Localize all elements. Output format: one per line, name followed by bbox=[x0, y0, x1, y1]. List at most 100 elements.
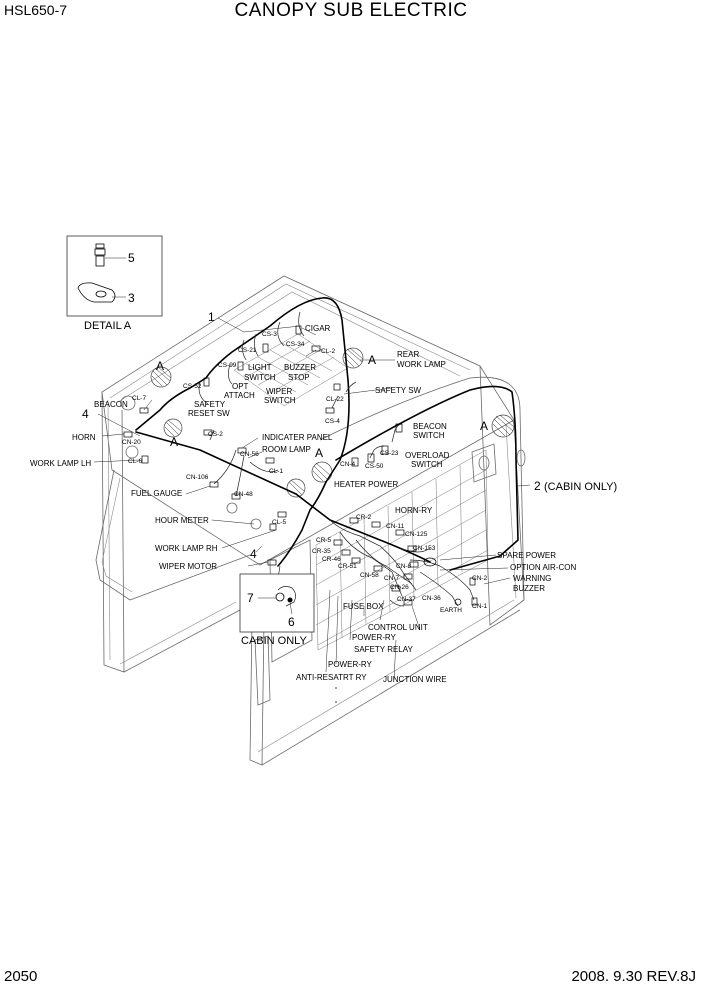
label-cn-36: CN-36 bbox=[422, 595, 441, 602]
label-wiper-switch-2: SWITCH bbox=[264, 396, 296, 405]
label-light-switch-2: SWITCH bbox=[244, 373, 276, 382]
clamp-marker-icon bbox=[491, 414, 515, 438]
connector-icon bbox=[351, 457, 359, 467]
label-cs-2: CS-2 bbox=[208, 431, 223, 438]
label-option-aircon: OPTION AIR-CON bbox=[510, 563, 576, 572]
rear-lamp-socket-icon bbox=[516, 449, 526, 467]
label-power-ry-2: POWER-RY bbox=[328, 660, 373, 669]
wire-harness bbox=[135, 297, 519, 607]
label-cl-5: CL-5 bbox=[272, 519, 286, 526]
detail-a-box: 5 3 DETAIL A bbox=[66, 235, 163, 332]
detail-a-title: DETAIL A bbox=[84, 320, 132, 332]
label-control-unit: CONTROL UNIT bbox=[368, 623, 428, 632]
connector-icon bbox=[287, 597, 293, 603]
clamp-marker-icons bbox=[150, 347, 515, 498]
clamp-marker-icon bbox=[286, 478, 306, 498]
label-cn-1: CN-1 bbox=[472, 603, 488, 610]
inset-part-6: 6 bbox=[288, 615, 295, 629]
label-warning-buzzer-2: BUZZER bbox=[513, 584, 545, 593]
label-work-lamp-lh: WORK LAMP LH bbox=[30, 459, 91, 468]
connector-icon bbox=[141, 455, 149, 464]
label-buzzer-stop-1: BUZZER bbox=[284, 363, 316, 372]
leader-lines bbox=[93, 317, 531, 681]
connector-icon bbox=[237, 361, 244, 371]
clamp-marker-icon bbox=[163, 418, 183, 438]
connector-icon bbox=[471, 597, 478, 606]
marker-a-3: A bbox=[368, 353, 376, 367]
component-labels: CIGAR CS-3 CS-34 CL-2 CS-21 CS-99 LIGHT … bbox=[30, 324, 576, 684]
label-room-lamp: ROOM LAMP bbox=[262, 445, 311, 454]
connector-icon bbox=[262, 343, 269, 353]
callout-4-front: 4 bbox=[250, 547, 257, 561]
label-beacon-switch-2: SWITCH bbox=[413, 431, 445, 440]
label-cs-21: CS-21 bbox=[238, 347, 257, 354]
label-wiper-switch-1: WIPER bbox=[266, 387, 292, 396]
connector-marks bbox=[123, 325, 478, 606]
label-warning-buzzer-1: WARNING bbox=[513, 574, 551, 583]
label-beacon: BEACON bbox=[94, 400, 128, 409]
room-lamp-icon bbox=[275, 592, 285, 602]
connector-icon bbox=[373, 565, 383, 572]
connector-icon bbox=[203, 429, 213, 436]
label-cs-52: CS-52 bbox=[183, 383, 202, 390]
connector-icon bbox=[391, 585, 401, 592]
label-work-lamp-rh: WORK LAMP RH bbox=[155, 544, 218, 553]
label-cr-46: CR-46 bbox=[322, 556, 341, 563]
label-rear-work-lamp-2: WORK LAMP bbox=[397, 360, 446, 369]
marker-a-2: A bbox=[170, 435, 178, 449]
clamp-part-icon bbox=[77, 282, 126, 303]
connector-icon bbox=[231, 493, 241, 500]
detail-part-3: 3 bbox=[128, 291, 135, 305]
marker-a-4: A bbox=[315, 446, 323, 460]
connector-icon bbox=[403, 573, 413, 580]
connector-icon bbox=[265, 457, 275, 464]
label-cn-7: CN-7 bbox=[384, 575, 400, 582]
label-cs-99: CS-99 bbox=[218, 362, 237, 369]
label-beacon-switch-1: BEACON bbox=[413, 422, 447, 431]
label-cn-26: CN-26 bbox=[390, 584, 409, 591]
label-cn-56: CN-56 bbox=[240, 451, 259, 458]
connector-icon bbox=[395, 423, 403, 433]
label-cs-4: CS-4 bbox=[325, 418, 340, 425]
label-anti-restart-ry: ANTI-RESATRT RY bbox=[296, 673, 367, 682]
label-cr-51: CR-51 bbox=[338, 563, 357, 570]
label-horn: HORN bbox=[72, 433, 96, 442]
label-cl-2: CL-2 bbox=[321, 348, 335, 355]
connector-icon bbox=[311, 345, 321, 352]
connector-icon bbox=[367, 453, 375, 463]
connector-icon bbox=[395, 529, 405, 536]
connector-icon bbox=[351, 557, 361, 564]
callout-2-note: (CABIN ONLY) bbox=[544, 481, 617, 493]
connector-icon bbox=[277, 511, 287, 518]
page-number: 2050 bbox=[4, 968, 38, 985]
label-safety-reset-1: SAFETY bbox=[194, 400, 226, 409]
label-cn-58: CN-58 bbox=[360, 572, 379, 579]
label-cr-35: CR-35 bbox=[312, 548, 331, 555]
callout-4-left: 4 bbox=[82, 407, 89, 421]
connector-icon bbox=[469, 577, 476, 586]
label-safety-relay: SAFETY RELAY bbox=[354, 645, 414, 654]
clamp-marker-icon bbox=[311, 461, 333, 483]
label-hour-meter: HOUR METER bbox=[155, 516, 209, 525]
label-indicater-panel: INDICATER PANEL bbox=[262, 433, 333, 442]
label-safety-reset-2: RESET SW bbox=[188, 409, 230, 418]
clamp-marker-icon bbox=[342, 347, 364, 369]
label-heater-power: HEATER POWER bbox=[334, 480, 399, 489]
canopy-frame bbox=[95, 275, 526, 766]
label-cn-4: CN-4 bbox=[340, 461, 356, 468]
connector-icon bbox=[325, 407, 335, 414]
label-cr-2: CR-2 bbox=[356, 514, 372, 521]
label-power-ry-1: POWER-RY bbox=[352, 633, 397, 642]
label-cn-106: CN-106 bbox=[186, 474, 209, 481]
label-wiper-motor: WIPER MOTOR bbox=[159, 562, 217, 571]
label-cl-7: CL-7 bbox=[132, 395, 146, 402]
label-cr-5: CR-5 bbox=[316, 537, 332, 544]
label-junction-wire: JUNCTION WIRE bbox=[383, 675, 447, 684]
connector-icon bbox=[381, 445, 389, 455]
connector-icon bbox=[333, 383, 341, 391]
label-cl-22: CL-22 bbox=[326, 396, 344, 403]
label-rear-work-lamp-1: REAR bbox=[397, 350, 419, 359]
label-light-switch-1: LIGHT bbox=[248, 363, 272, 372]
connector-icon bbox=[403, 599, 413, 606]
